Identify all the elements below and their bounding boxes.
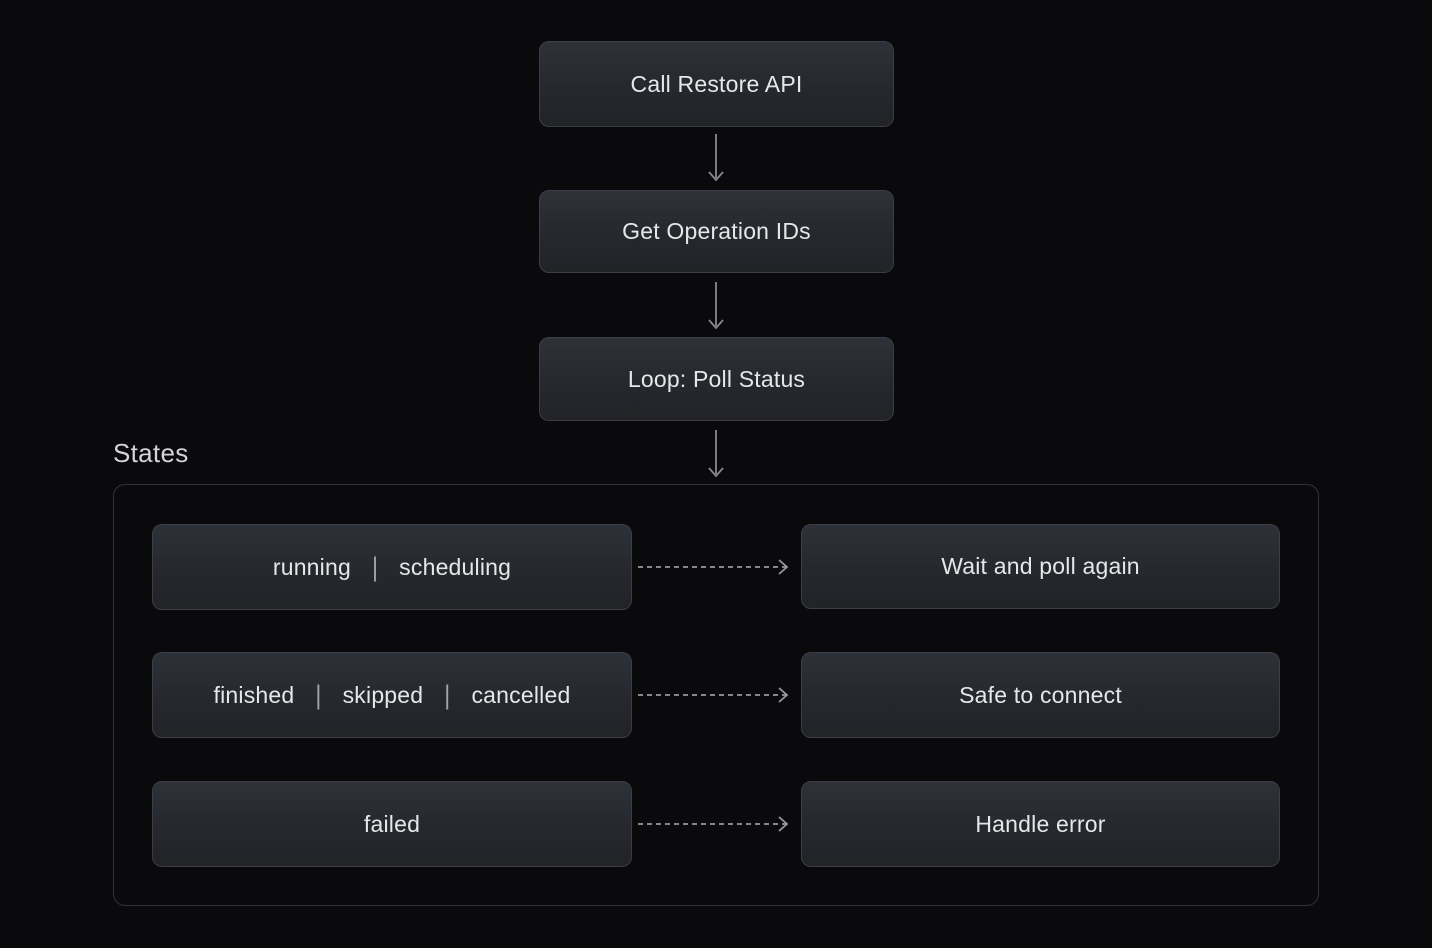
state-condition-label: finished xyxy=(213,681,295,708)
state-condition-label: cancelled xyxy=(471,681,571,708)
state-condition-box-failed: failed xyxy=(152,781,632,867)
state-condition-label: running xyxy=(272,553,351,580)
flow-node-call-restore-api: Call Restore API xyxy=(539,41,894,127)
flow-node-label: Get Operation IDs xyxy=(622,218,811,244)
state-action-box-handle-error: Handle error xyxy=(801,781,1280,867)
states-section-label: States xyxy=(113,438,189,468)
dashed-right-arrow-icon xyxy=(638,687,789,703)
dashed-right-arrow-icon xyxy=(638,559,789,575)
state-condition-label: failed xyxy=(363,810,421,837)
flow-node-label: Call Restore API xyxy=(630,70,803,97)
down-arrow-icon xyxy=(708,134,724,182)
pipe-separator: | xyxy=(315,679,322,710)
flow-node-label: Loop: Poll Status xyxy=(627,365,806,392)
down-arrow-icon xyxy=(708,282,724,330)
dashed-right-arrow-icon xyxy=(638,816,789,832)
state-condition-box-running-scheduling: running | scheduling xyxy=(152,524,632,610)
down-arrow-icon xyxy=(708,430,724,478)
state-condition-label: scheduling xyxy=(399,553,512,580)
state-action-label: Safe to connect xyxy=(959,681,1122,708)
state-action-label: Handle error xyxy=(975,810,1106,837)
state-action-box-wait-and-poll: Wait and poll again xyxy=(801,524,1280,609)
state-condition-box-finished-skipped-cancelled: finished | skipped | cancelled xyxy=(152,652,632,738)
pipe-separator: | xyxy=(444,679,451,710)
state-action-box-safe-to-connect: Safe to connect xyxy=(801,652,1280,738)
state-condition-label: skipped xyxy=(342,681,424,708)
flow-node-loop-poll-status: Loop: Poll Status xyxy=(539,337,894,421)
flow-node-get-operation-ids: Get Operation IDs xyxy=(539,190,894,273)
states-container xyxy=(113,484,1319,906)
state-action-label: Wait and poll again xyxy=(941,553,1140,579)
pipe-separator: | xyxy=(371,551,379,582)
